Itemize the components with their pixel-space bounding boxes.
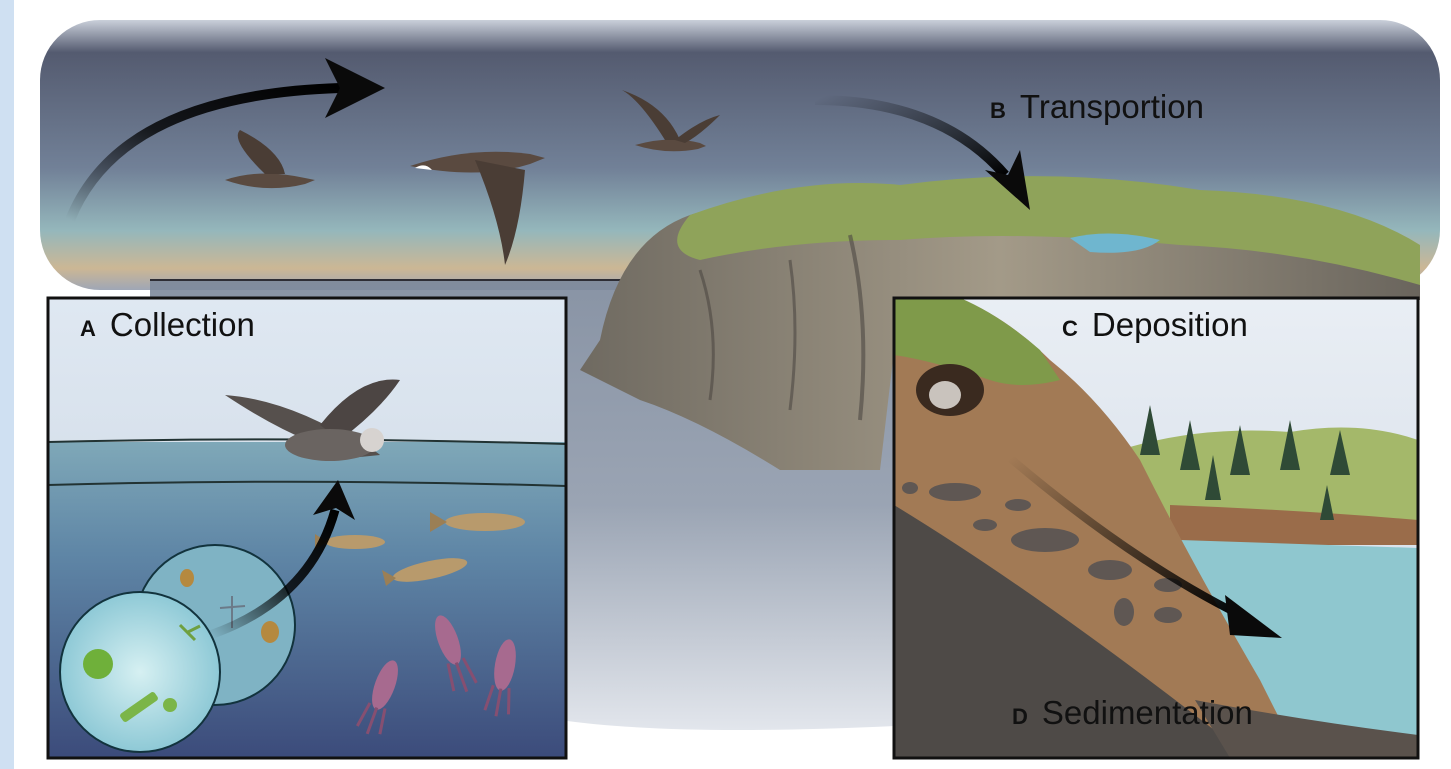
stage-name-deposition: Deposition xyxy=(1092,306,1248,344)
stage-letter-d: D xyxy=(1012,704,1028,730)
stage-label-sedimentation: D Sedimentation xyxy=(1012,694,1253,732)
stage-letter-c: C xyxy=(1062,316,1078,342)
burrow-icon xyxy=(916,364,984,416)
panel-collection xyxy=(48,298,566,762)
stage-name-collection: Collection xyxy=(110,306,255,344)
stage-name-sedimentation: Sedimentation xyxy=(1042,694,1253,732)
stage-letter-b: B xyxy=(990,98,1006,124)
stage-name-transportion: Transportion xyxy=(1020,88,1204,126)
panel-deposition xyxy=(894,298,1418,758)
stage-letter-a: A xyxy=(80,316,96,342)
stage-label-deposition: C Deposition xyxy=(1062,306,1248,344)
stage-label-transportion: B Transportion xyxy=(990,88,1204,126)
stage-label-collection: A Collection xyxy=(80,306,255,344)
